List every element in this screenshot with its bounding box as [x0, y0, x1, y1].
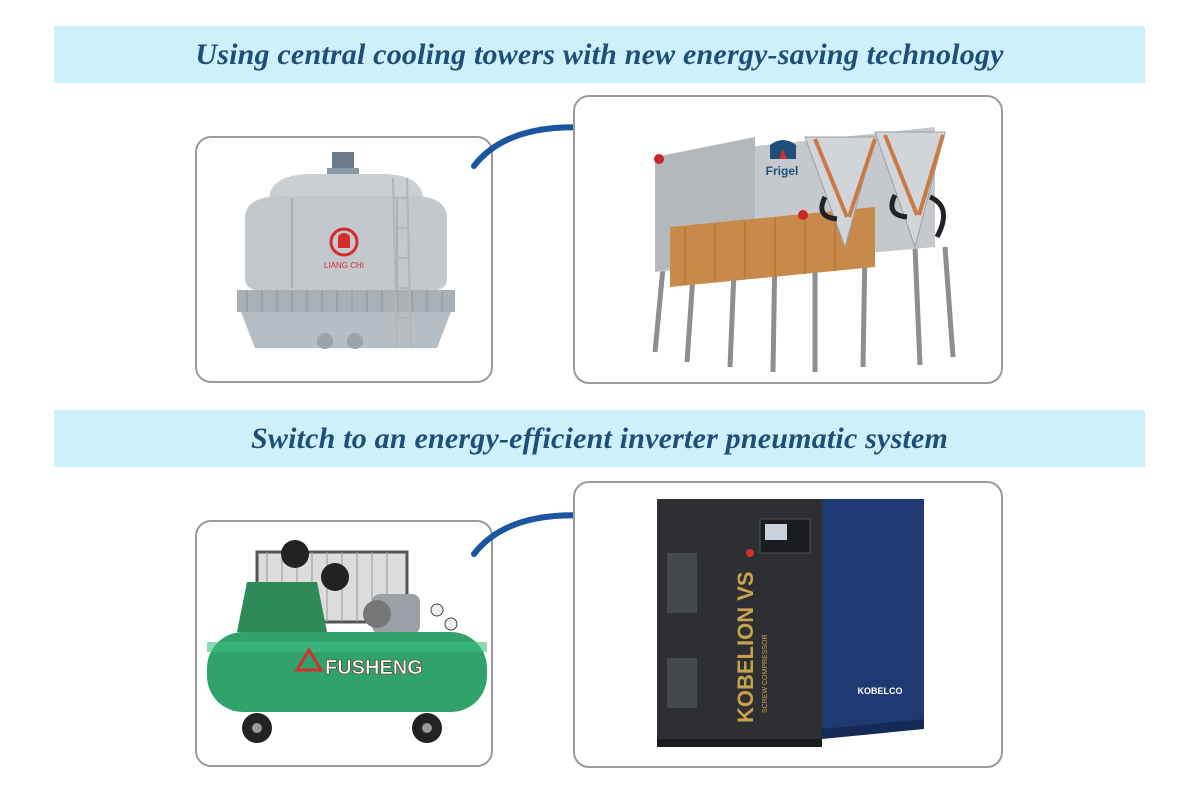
fusheng-compressor-card: FUSHENG: [195, 520, 493, 767]
section-2-banner: Switch to an energy-efficient inverter p…: [54, 410, 1145, 467]
kobelion-brand-label: KOBELION VS: [733, 571, 758, 723]
frigel-brand-label: Frigel: [766, 164, 799, 178]
section-2-title: Switch to an energy-efficient inverter p…: [250, 421, 949, 455]
kobelion-tagline: SCREW COMPRESSOR: [762, 634, 769, 713]
round-cooling-tower-image: LIANG CHI: [237, 152, 455, 349]
kobelco-compressor-card: KOBELION VS SCREW COMPRESSOR KOBELCO: [573, 481, 1003, 768]
piston-air-compressor-image: FUSHENG: [207, 540, 487, 743]
fusheng-brand-label: FUSHENG: [325, 657, 423, 679]
kobelco-maker-label: KOBELCO: [858, 686, 903, 696]
liang-chi-brand-label: LIANG CHI: [324, 261, 364, 270]
section-1-title: Using central cooling towers with new en…: [195, 37, 1004, 71]
frigel-cooler-card: Frigel: [573, 95, 1003, 384]
inverter-screw-compressor-image: KOBELION VS SCREW COMPRESSOR KOBELCO: [657, 499, 924, 747]
cooling-tower-card: LIANG CHI: [195, 136, 493, 383]
adiabatic-dry-cooler-image: Frigel: [652, 127, 956, 373]
section-1-banner: Using central cooling towers with new en…: [54, 26, 1145, 83]
